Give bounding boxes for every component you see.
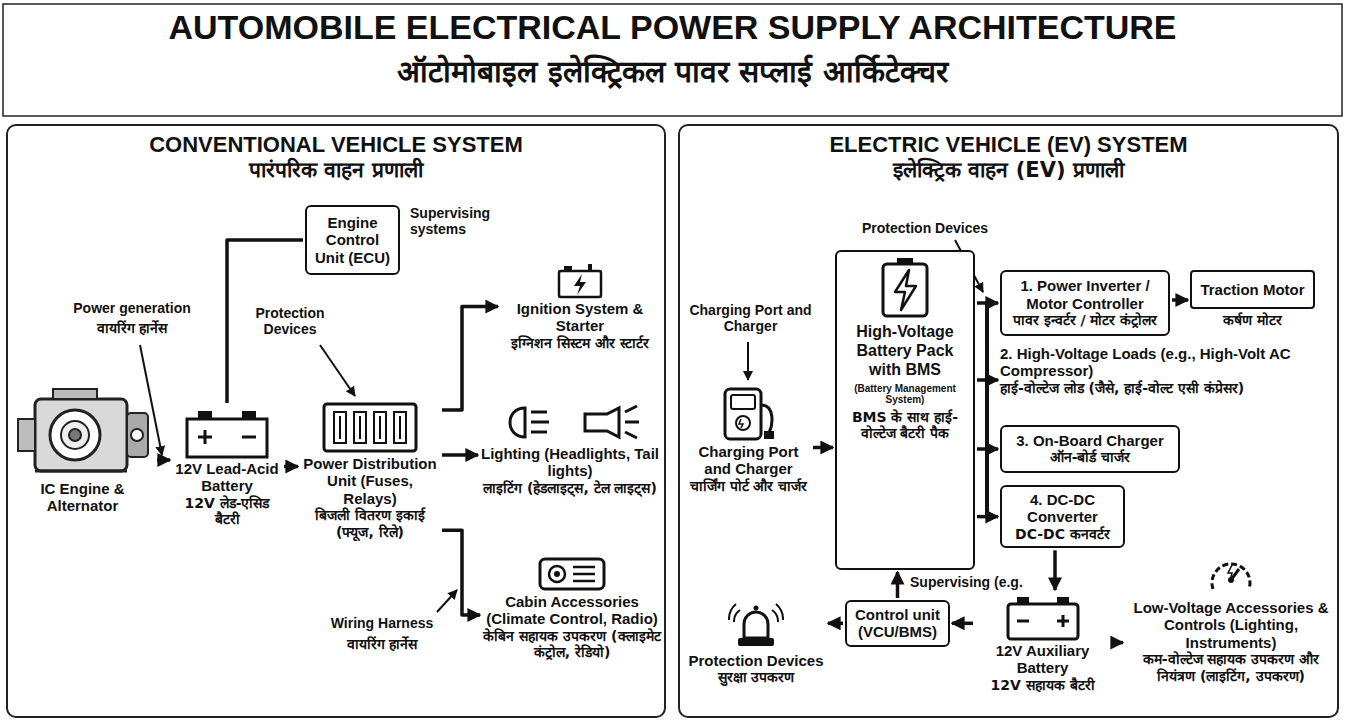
accessory-block: Low-Voltage Accessories & Controls (Ligh… (1125, 555, 1337, 695)
connector (952, 622, 973, 626)
control-box: Engine Control Unit (ECU) (305, 205, 400, 275)
node-text: सुरक्षा उपकरण (718, 669, 795, 686)
callout-label: Protection Devices (240, 305, 340, 337)
node-text: High-Voltage Battery Pack with BMS (842, 322, 968, 380)
connector (157, 458, 170, 462)
node-text: (Battery Management System) (842, 383, 968, 406)
protection-block: Protection Devicesसुरक्षा उपकरण (686, 600, 826, 710)
engine-figure: IC Engine & Alternator (10, 385, 155, 515)
node-text: पारंपरिक वाहन प्रणाली (249, 157, 423, 184)
node-text: 1. Power Inverter / Motor Controller (1007, 277, 1163, 312)
callout-label: Power generation (62, 300, 202, 316)
leader-line (747, 342, 749, 380)
load-block: Cabin Accessories (Climate Control, Radi… (482, 555, 662, 675)
callout-label: Protection Devices (850, 220, 1000, 236)
fuse-block: Power Distribution Unit (Fuses, Relays)ब… (300, 400, 440, 540)
node-text: केबिन सहायक उपकरण (क्लाइमेट कंट्रोल, रेड… (482, 628, 662, 662)
gauge-icon (1206, 555, 1256, 599)
connector (1053, 550, 1057, 590)
ign-icon (555, 262, 605, 300)
node-text: Low-Voltage Accessories & Controls (Ligh… (1125, 599, 1337, 651)
connector (1112, 641, 1123, 645)
control-box: Control unit (VCU/BMS) (845, 600, 950, 647)
node-text: ELECTRIC VEHICLE (EV) SYSTEM (829, 132, 1187, 157)
system-panel: CONVENTIONAL VEHICLE SYSTEMपारंपरिक वाहन… (6, 124, 666, 718)
node-text: DC-DC कनवर्टर (1015, 526, 1110, 543)
battery-pack-box: High-Voltage Battery Pack with BMS (Batte… (835, 250, 975, 570)
motor-block: Traction Motor कर्षण मोटर (1190, 270, 1315, 330)
node-text: हाई-वोल्टेज लोड (जैसे, हाई-वोल्ट एसी कंप… (1000, 380, 1244, 397)
node-text: पावर इन्वर्टर / मोटर कंट्रोलर (1013, 312, 1158, 329)
connector (442, 453, 478, 457)
node-text: 12V Auxiliary Battery (975, 642, 1110, 677)
battery-block: 12V Auxiliary Battery12V सहायक बैटरी (975, 592, 1110, 693)
node-text: 2. High-Voltage Loads (e.g., High-Volt A… (1000, 345, 1335, 380)
leader-line (437, 590, 457, 612)
callout-label: Supervising systems (410, 205, 500, 237)
pdu-icon (320, 400, 420, 455)
leader-line (320, 345, 355, 396)
callout-label: वायरिंग हार्नेस (62, 318, 202, 337)
process-box: 3. On-Board Chargerऑन-बोर्ड चार्जर (1000, 425, 1180, 473)
node-text: 12V सहायक बैटरी (990, 677, 1094, 694)
node-text: 3. On-Board Charger (1016, 432, 1164, 449)
node-text: ऑन-बोर्ड चार्जर (1050, 449, 1131, 466)
battery-block: 12V Lead-Acid Battery12V लेड-एसिड बैटरी (172, 405, 282, 528)
alarm-icon (728, 600, 784, 652)
callout-label: Charging Port and Charger (688, 302, 813, 334)
load-block: Ignition System & Starterइग्निशन सिस्टम … (500, 262, 660, 351)
radio-icon (537, 555, 607, 593)
node-text: Ignition System & Starter (500, 300, 660, 335)
node-text: चार्जिंग पोर्ट और चार्जर (690, 478, 808, 495)
connector (896, 572, 900, 598)
node-text: इग्निशन सिस्टम और स्टार्टर (511, 335, 649, 352)
node-text: Power Distribution Unit (Fuses, Relays) (300, 455, 440, 507)
subtitle-text: ऑटोमोबाइल इलेक्ट्रिकल पावर सप्लाई आर्किट… (0, 50, 1345, 91)
connector (828, 622, 843, 626)
hvbatt-icon (875, 256, 935, 318)
node-text: CONVENTIONAL VEHICLE SYSTEM (149, 132, 523, 157)
node-text: Charging Port and Charger (686, 443, 811, 478)
node-text: Protection Devices (688, 652, 823, 669)
charger-block: Charging Port and Chargerचार्जिंग पोर्ट … (686, 385, 811, 510)
node-text: Control unit (VCU/BMS) (852, 606, 943, 641)
node-text: Engine Control Unit (ECU) (312, 214, 393, 266)
aux-icon (1003, 592, 1083, 642)
node-text: Traction Motor (1190, 270, 1314, 309)
node-text: IC Engine & Alternator (10, 480, 155, 515)
load-block: Lighting (Headlights, Tail lights)लाइटिं… (480, 400, 660, 510)
connector (813, 446, 833, 450)
node-text: 4. DC-DC Converter (1007, 491, 1118, 526)
node-text: Cabin Accessories (Climate Control, Radi… (482, 593, 662, 628)
callout-label: Wiring Harness (322, 615, 442, 631)
process-box: 4. DC-DC ConverterDC-DC कनवर्टर (1000, 485, 1125, 548)
connector (442, 307, 498, 410)
node-text: 12V लेड-एसिड बैटरी (172, 495, 282, 529)
process-box: 1. Power Inverter / Motor Controllerपावर… (1000, 270, 1170, 336)
callout-label: वायरिंग हार्नेस (322, 634, 442, 653)
lamps-icon (495, 400, 645, 445)
node-text: कर्षण मोटर (1223, 312, 1282, 329)
node-text: बिजली वितरण इकाई (फ्यूज, रिले) (300, 507, 440, 541)
node-text: कम-वोल्टेज सहायक उपकरण और नियंत्रण (लाइट… (1125, 651, 1337, 685)
system-panel: ELECTRIC VEHICLE (EV) SYSTEMइलेक्ट्रिक व… (678, 124, 1339, 718)
node-text: 12V Lead-Acid Battery (172, 460, 282, 495)
node-text: Lighting (Headlights, Tail lights) (480, 445, 660, 480)
engine-icon (13, 385, 153, 480)
node-text: BMS के साथ हाई-वोल्टेज बैटरी पैक (842, 409, 968, 443)
bus-bar (985, 301, 989, 519)
charger-icon (719, 385, 779, 443)
title-text: AUTOMOBILE ELECTRICAL POWER SUPPLY ARCHI… (0, 8, 1345, 47)
connector (442, 530, 480, 615)
load-text-block: 2. High-Voltage Loads (e.g., High-Volt A… (1000, 345, 1335, 415)
connector (1172, 298, 1188, 302)
node-text: लाइटिंग (हेडलाइट्स, टेल लाइट्स) (483, 480, 657, 497)
callout-label: Supervising (e.g. (910, 574, 1030, 590)
lead-icon (182, 405, 272, 460)
connector (284, 465, 298, 469)
node-text: इलेक्ट्रिक वाहन (EV) प्रणाली (893, 157, 1124, 184)
